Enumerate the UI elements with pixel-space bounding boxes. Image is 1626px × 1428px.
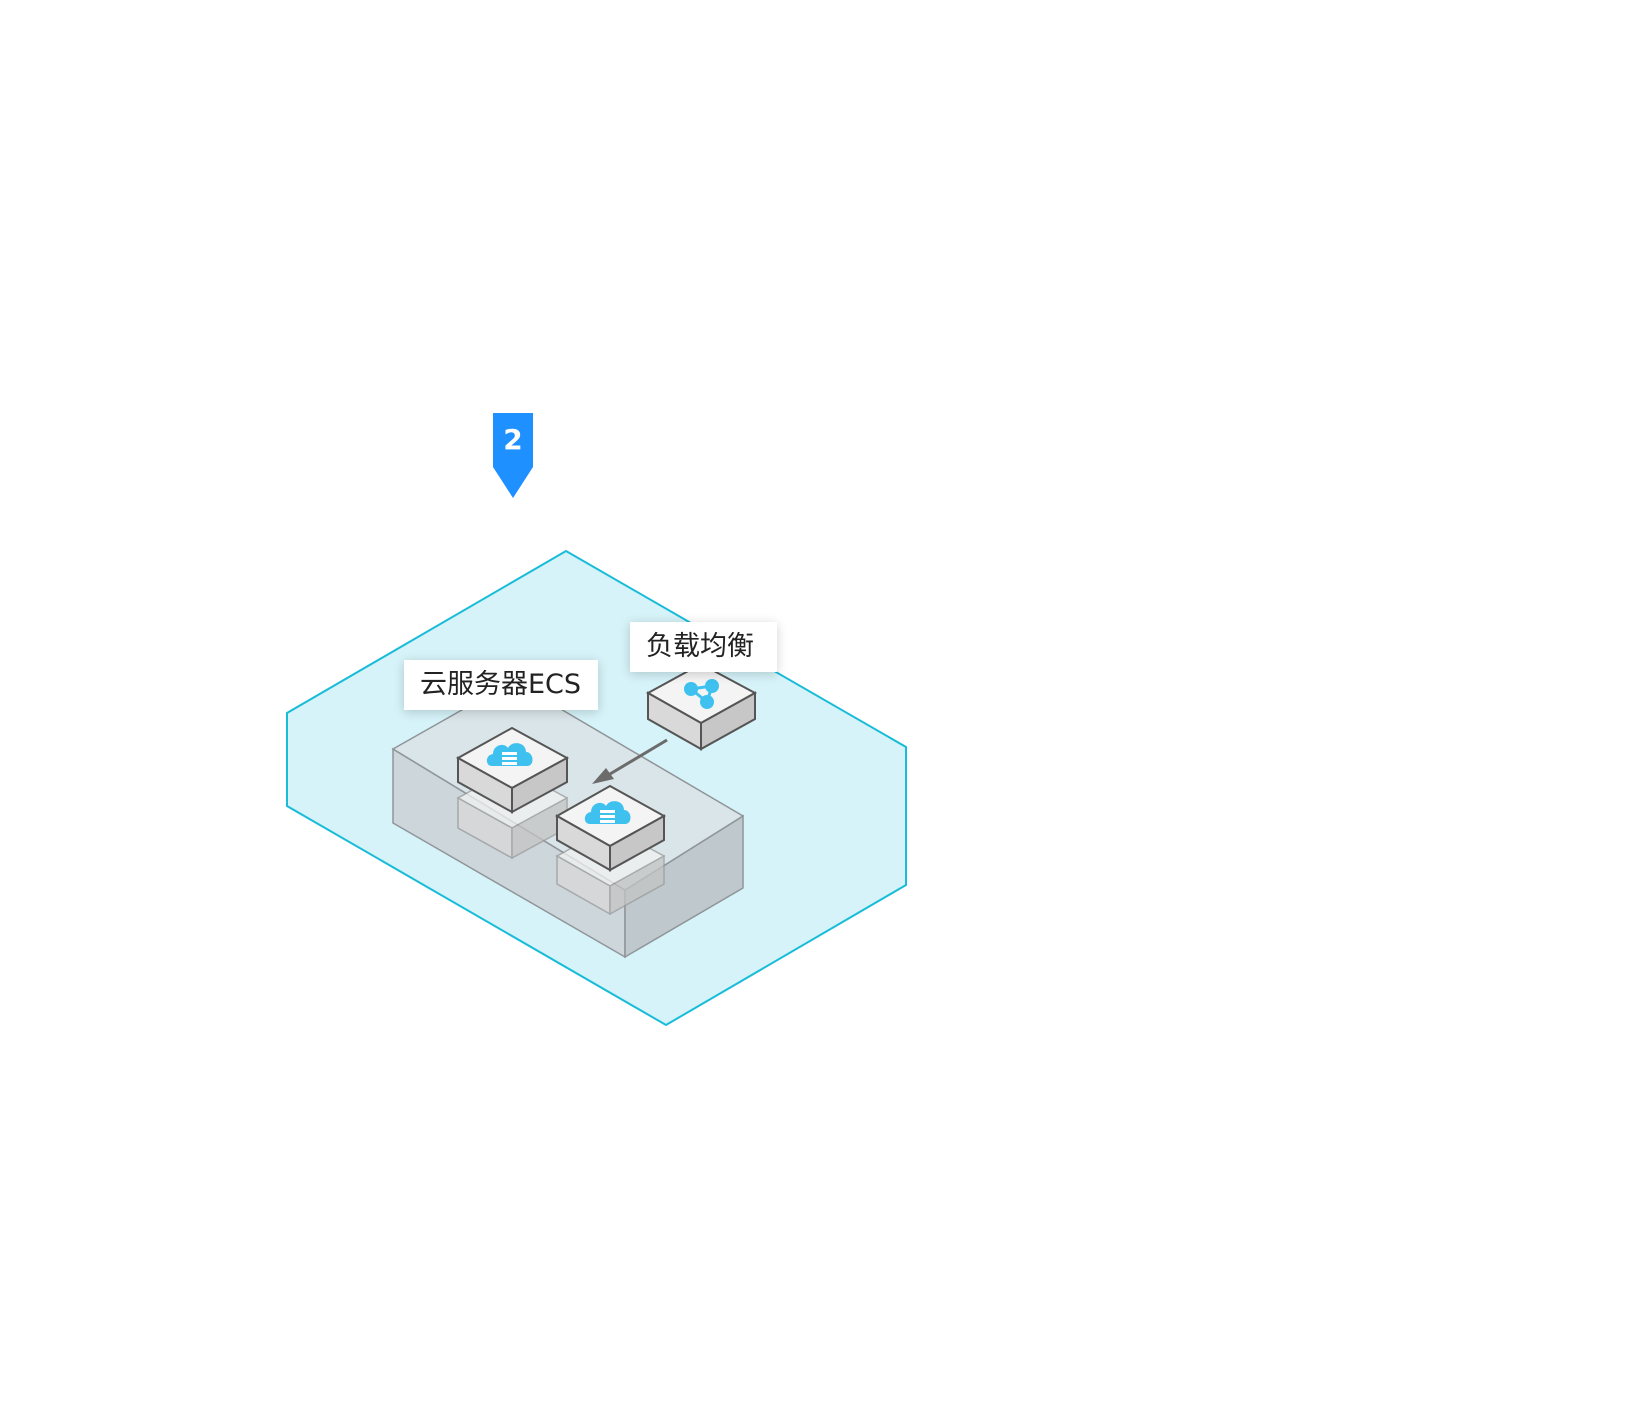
traffic-arrow — [592, 738, 668, 784]
step-marker: 2 — [493, 413, 533, 501]
step-number: 2 — [503, 423, 523, 456]
step-marker-pin — [493, 413, 533, 498]
ecs-label: 云服务器ECS — [404, 660, 598, 710]
ecs-instance-1 — [455, 726, 570, 814]
ecs-instance-2 — [554, 784, 667, 872]
load-balancer-label: 负载均衡 — [630, 622, 777, 672]
load-balancer-instance — [645, 662, 758, 751]
